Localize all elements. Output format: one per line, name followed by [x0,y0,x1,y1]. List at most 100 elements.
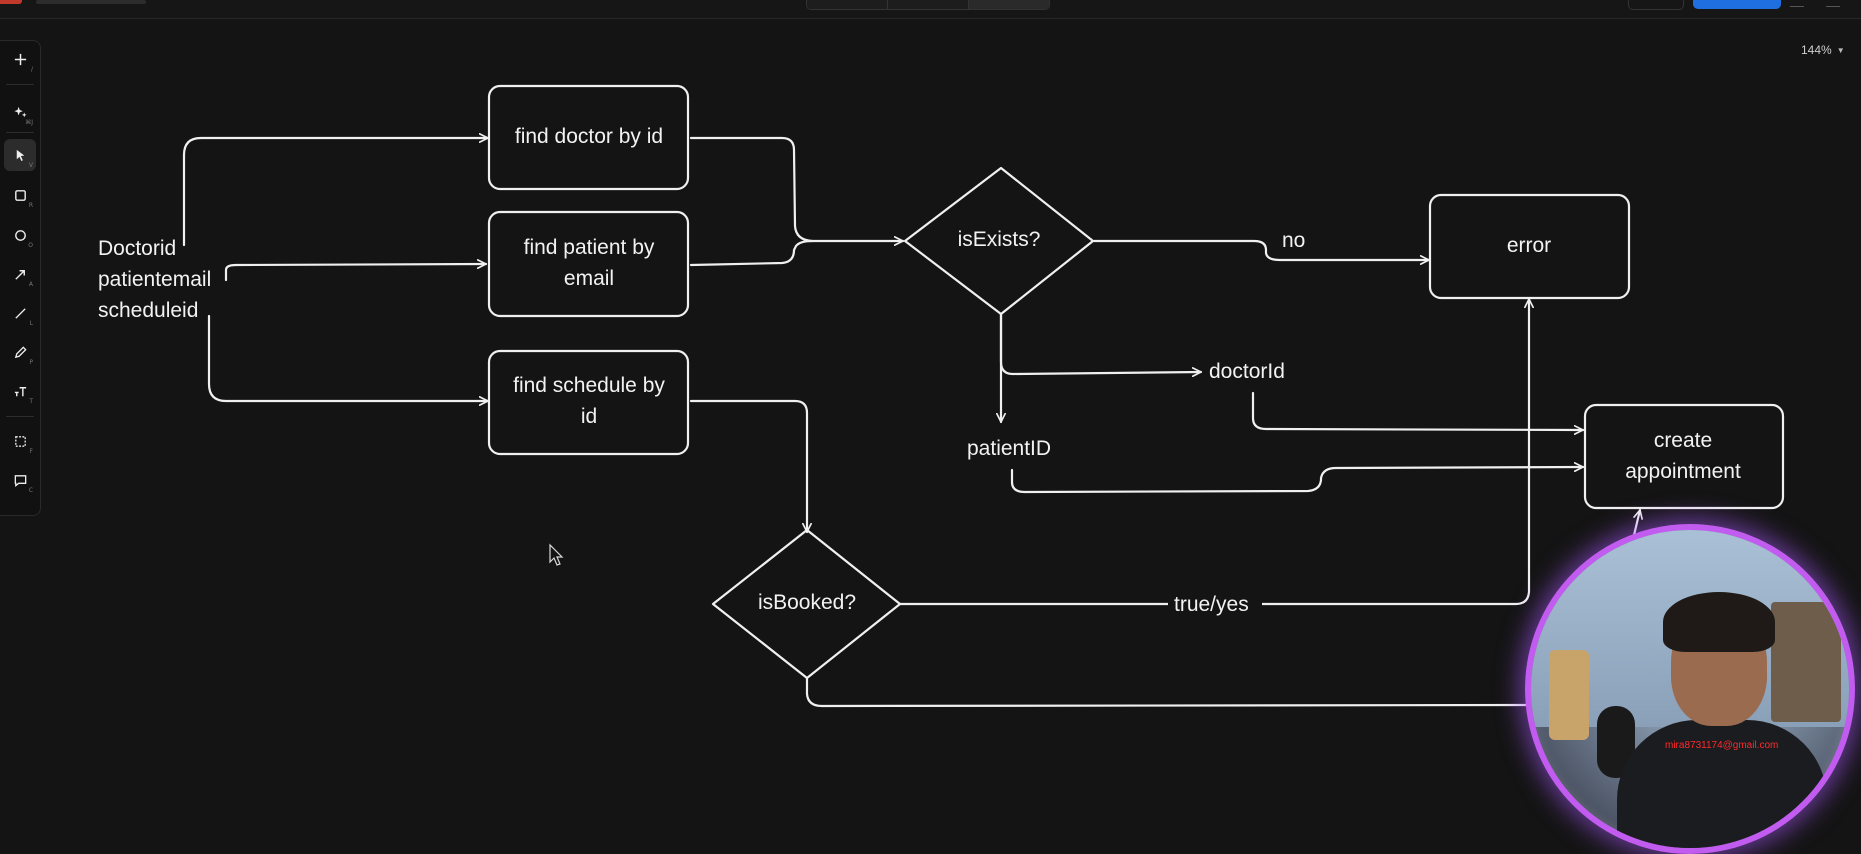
node-find-schedule[interactable]: find schedule by id [487,349,690,456]
decision-is-exists[interactable]: isExists? [903,166,1095,316]
shortcut-hint: O [28,242,33,249]
divider [6,416,34,417]
shortcut-hint: C [28,487,33,494]
shortcut-hint: ⌘J [25,119,33,126]
primary-action-button[interactable] [1693,0,1781,9]
node-shape [487,349,690,456]
comment-tool-button[interactable]: C [4,464,36,496]
node-find-doctor[interactable]: find doctor by id [487,84,690,191]
node-error[interactable]: error [1428,193,1631,300]
shortcut-hint: T [29,398,33,405]
node-shape [487,210,690,318]
zoom-level: 144% [1801,43,1832,57]
decision-label: isExists? [958,228,1041,251]
node-label: create [1654,429,1712,452]
ellipse-tool-button[interactable]: O [4,219,36,251]
webcam-lamp [1549,650,1589,740]
node-label: appointment [1625,460,1741,483]
connector-scheduleid-to-find-schedule[interactable] [207,314,490,406]
shortcut-hint: F [29,448,33,455]
connector-doctorid-to-find-doctor[interactable] [182,133,490,247]
add-tool-button[interactable]: / [4,43,36,75]
edge-label-true-yes: true/yes [1174,593,1249,616]
settings-icon[interactable] [1826,0,1840,7]
pencil-tool-button[interactable]: P [4,336,36,368]
input-patientemail[interactable]: patientemail [98,268,211,291]
frame-tool-button[interactable]: F [4,425,36,457]
node-shape [1583,403,1785,510]
edge-label-bg [1168,590,1262,618]
node-create-appointment[interactable]: create appointment [1583,403,1785,510]
webcam-shelf [1771,602,1841,722]
shortcut-hint: A [28,281,33,288]
connector-find-doctor-to-is-exists[interactable] [689,136,814,243]
arrow-tool-button[interactable]: A [4,258,36,290]
rectangle-tool-button[interactable]: R [4,179,36,211]
mode-tab-2[interactable] [888,0,969,9]
connector-find-schedule-to-is-booked[interactable] [689,399,812,534]
chevron-down-icon: ▼ [1836,45,1845,55]
line-tool-button[interactable]: L [4,297,36,329]
decision-is-booked[interactable]: isBooked? [711,528,902,680]
node-label: find patient by [524,236,655,259]
select-tool-button[interactable]: V [4,139,36,171]
square-icon [14,189,26,201]
whiteboard-canvas[interactable]: Doctorid patientemail scheduleid find do… [0,0,1861,812]
tool-palette: / ⌘J V R O A L P T F C [0,40,41,516]
divider [6,132,34,133]
text-tool-button[interactable]: T [4,375,36,407]
line-icon [14,307,26,319]
pencil-icon [14,345,27,358]
document-title[interactable] [36,0,146,4]
cursor-icon [16,149,24,161]
connector-find-patient-to-is-exists[interactable] [689,239,814,267]
presenter-hair [1663,592,1775,652]
webcam-overlay: mira8731174@gmail.com [1525,524,1855,854]
arrow-icon [14,269,25,280]
node-find-patient[interactable]: find patient by email [487,210,690,318]
node-shape [1428,193,1631,300]
edge-label-doctorid: doctorId [1209,360,1285,383]
node-shape [487,84,690,191]
connector-is-booked-no-to-create-appointment[interactable] [805,676,1532,708]
ai-generate-tool-button[interactable]: ⌘J [4,96,36,128]
app-logo[interactable] [0,0,22,4]
plus-icon [14,53,26,65]
edge-label-no: no [1282,229,1305,252]
view-mode-switcher [806,0,1050,10]
frame-icon [14,435,26,447]
mode-tab-1[interactable] [807,0,888,9]
connector-is-booked-yes-to-error[interactable] [898,297,1534,606]
email-watermark: mira8731174@gmail.com [1665,740,1779,751]
shortcut-hint: V [28,162,33,169]
shortcut-hint: / [30,66,33,73]
sparkles-icon [13,106,27,117]
mouse-cursor-icon [549,543,564,566]
node-label: email [564,267,614,290]
top-bar [0,0,1861,19]
comment-icon [14,474,26,487]
shortcut-hint: P [29,359,33,366]
node-label: find schedule by [513,374,665,397]
node-label: id [581,405,597,428]
shortcut-hint: L [29,320,33,327]
connector-is-exists-no-to-error[interactable] [1092,239,1431,265]
node-label: find doctor by id [515,125,663,148]
menu-icon[interactable] [1790,0,1804,7]
circle-icon [14,229,26,241]
shortcut-hint: R [28,202,33,209]
share-button[interactable] [1628,0,1684,10]
input-doctorid[interactable]: Doctorid [98,237,176,260]
decision-label: isBooked? [758,591,856,614]
input-scheduleid[interactable]: scheduleid [98,299,198,322]
mode-tab-3[interactable] [969,0,1049,9]
connector-patientemail-to-find-patient[interactable] [224,259,488,282]
edge-label-patientid: patientID [967,437,1051,460]
connector-doctorid-to-create-appointment[interactable] [1251,391,1585,435]
connector-is-exists-to-doctorid[interactable] [999,312,1203,378]
node-label: error [1507,234,1551,257]
zoom-control[interactable]: 144% ▼ [1801,43,1845,57]
divider [6,84,34,85]
connector-patientid-to-create-appointment[interactable] [1010,462,1585,494]
text-icon [14,386,26,396]
